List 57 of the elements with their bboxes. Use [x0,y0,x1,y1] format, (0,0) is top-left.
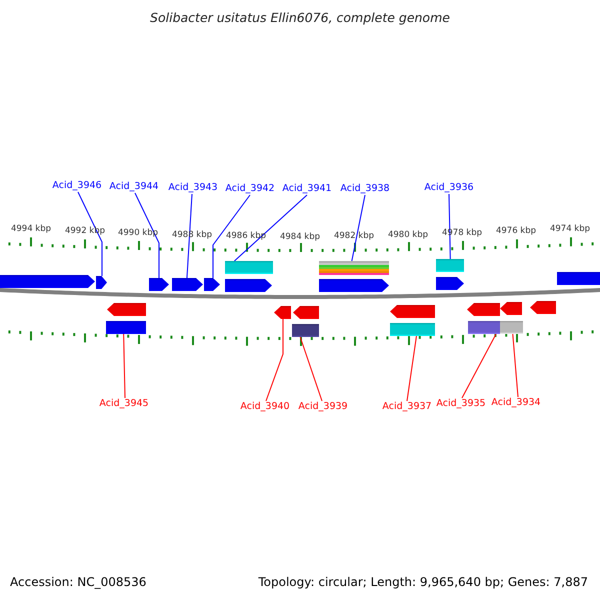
gene-label: Acid_3937 [382,401,432,413]
gene-block [436,277,464,290]
leader-line [234,194,308,262]
feature-bar [557,272,600,285]
feature-bar [468,321,500,334]
leader-line [212,194,250,278]
leader-line [134,192,160,278]
gene-label: Acid_3938 [340,183,390,195]
leader-line [300,336,322,402]
gene-label: Acid_3940 [240,401,290,413]
feature-bar [500,321,523,334]
feature-bar [225,261,273,274]
leader-line [351,194,366,262]
leader-line [448,194,451,260]
gene-label: Acid_3946 [52,180,102,192]
scale-label: 4974 kbp [550,224,590,234]
title: Solibacter usitatus Ellin6076, complete genome [149,10,451,25]
scale-label: 4980 kbp [388,230,428,240]
leader-line [186,194,192,278]
feature-bar [436,259,464,272]
gene-block [500,302,522,315]
leader-line [78,192,102,276]
leader-line [462,334,497,398]
genome-info: Accession: NC_008536 [10,575,146,589]
scale-label: 4984 kbp [280,232,320,242]
gene-block [467,303,500,316]
leader-line [123,334,126,398]
gene-label: Acid_3944 [109,181,159,193]
gene-block [319,279,389,292]
scale-label: 4976 kbp [496,226,536,236]
gene-label: Acid_3939 [298,401,348,413]
gene-block [274,306,291,319]
leader-line [266,318,284,402]
gene-block [530,301,556,314]
scale-label: 4982 kbp [334,231,374,241]
gene-block [225,279,272,292]
feature-bar [390,323,435,336]
gene-block [293,306,319,319]
feature-bar [292,324,319,337]
gene-block [149,278,169,291]
gene-block [172,278,203,291]
gene-label: Acid_3936 [424,182,474,194]
gene-block [107,303,146,316]
genome-info: Topology: circular; Length: 9,965,640 bp; Genes: 7,887 [258,575,588,589]
leader-line [512,334,518,398]
gene-label: Acid_3941 [282,183,332,195]
scale-label: 4994 kbp [10,224,52,234]
gene-label: Acid_3943 [168,182,218,194]
gene-block [390,305,435,318]
feature-bar [319,261,389,275]
gene-block [204,278,220,291]
gene-label: Acid_3934 [491,397,541,409]
gene-label: Acid_3935 [436,398,486,410]
gene-label: Acid_3942 [225,183,275,195]
leader-line [406,336,417,402]
gene-label: Acid_3945 [99,398,149,410]
feature-bar [106,321,146,334]
